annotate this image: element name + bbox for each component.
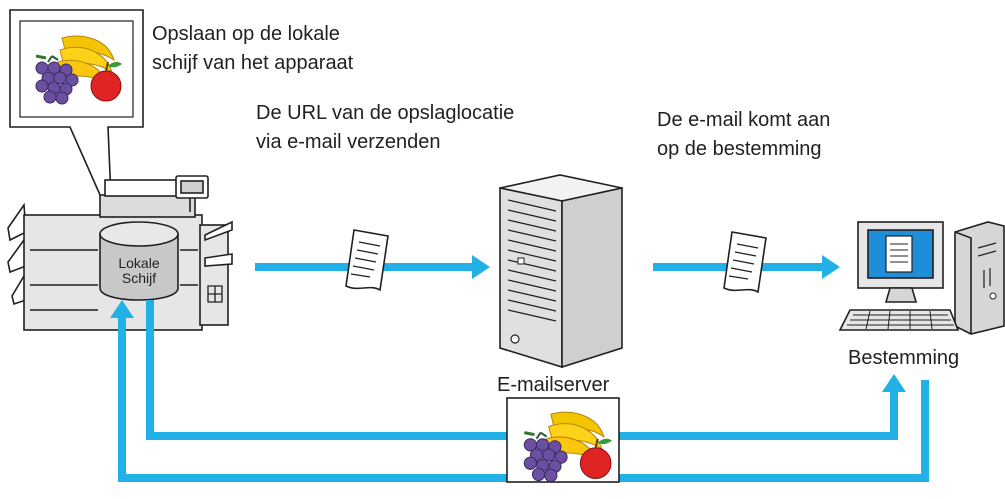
destination-computer-icon <box>838 221 1005 335</box>
disk-label: Lokale Schijf <box>118 255 160 286</box>
local-disk-icon <box>99 221 179 301</box>
server-label: E-mailserver <box>497 374 610 396</box>
send-url-label: De URL van de opslaglocatie via e-mail v… <box>256 102 515 153</box>
arrow-up-printer-head <box>110 300 134 318</box>
arrives-label: De e-mail komt aan op de bestemming <box>657 109 831 160</box>
destination-label: Bestemming <box>848 347 960 369</box>
email-document-icon <box>723 231 767 293</box>
local-storage-callout <box>9 9 144 223</box>
local-storage-label: Opslaan op de lokale schijf van het appa… <box>152 23 354 74</box>
email-document-icon <box>345 229 389 291</box>
arrow-up-destination-head <box>882 374 906 392</box>
fruit-image-card <box>506 397 620 484</box>
email-server-icon <box>499 174 623 369</box>
